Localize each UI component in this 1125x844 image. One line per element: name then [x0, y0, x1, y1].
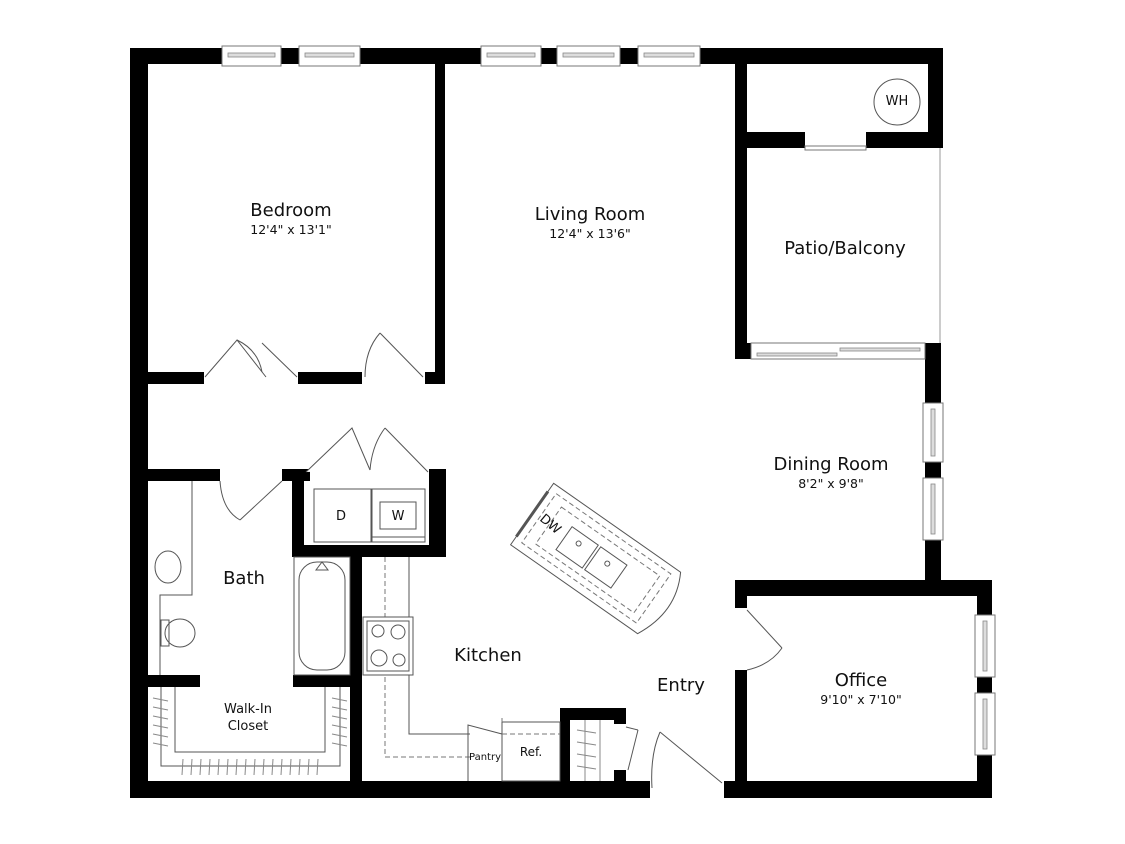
room-name: Bedroom — [250, 200, 332, 221]
room-name-line2: Closet — [227, 719, 269, 734]
room-dimensions: 8'2" x 9'8" — [798, 476, 864, 491]
water-heater-icon — [873, 78, 921, 126]
toilet-icon — [164, 618, 196, 648]
room-name: Bath — [223, 568, 265, 589]
room-patio: Patio/Balcony — [784, 238, 906, 260]
dryer-icon — [313, 488, 372, 543]
room-dimensions: 9'10" x 7'10" — [820, 692, 902, 707]
refrigerator-label: Ref. — [519, 745, 543, 759]
washer-icon — [371, 488, 426, 543]
room-dining: Dining Room 8'2" x 9'8" — [773, 454, 888, 492]
dryer-label: D — [335, 509, 347, 524]
room-name: Office — [834, 670, 888, 691]
room-bedroom: Bedroom 12'4" x 13'1" — [250, 200, 331, 238]
room-name-line1: Walk-In — [224, 702, 272, 717]
room-kitchen: Kitchen — [454, 645, 522, 667]
stove-icon — [362, 616, 414, 676]
washer-label: W — [391, 509, 405, 524]
fixtures — [152, 78, 921, 782]
windows — [221, 45, 996, 756]
room-office: Office 9'10" x 7'10" — [820, 670, 901, 708]
room-name: Entry — [657, 675, 705, 696]
water-heater-label: WH — [885, 94, 909, 109]
room-closet: Walk-In Closet — [224, 701, 272, 735]
room-name: Kitchen — [454, 645, 522, 666]
room-name: Dining Room — [773, 454, 889, 475]
refrigerator-icon — [501, 721, 561, 782]
walls — [130, 48, 992, 798]
room-dimensions: 12'4" x 13'1" — [250, 222, 332, 237]
doors — [204, 332, 783, 789]
pantry-label: Pantry — [469, 752, 501, 763]
room-entry: Entry — [657, 675, 705, 697]
room-bath: Bath — [223, 568, 265, 590]
room-dimensions: 12'4" x 13'6" — [549, 226, 631, 241]
room-name: Living Room — [534, 204, 646, 225]
bathtub-icon — [298, 561, 346, 671]
room-living: Living Room 12'4" x 13'6" — [535, 204, 646, 242]
kitchen-island — [509, 482, 682, 635]
room-name: Patio/Balcony — [784, 238, 906, 259]
sink-icon — [154, 550, 182, 584]
